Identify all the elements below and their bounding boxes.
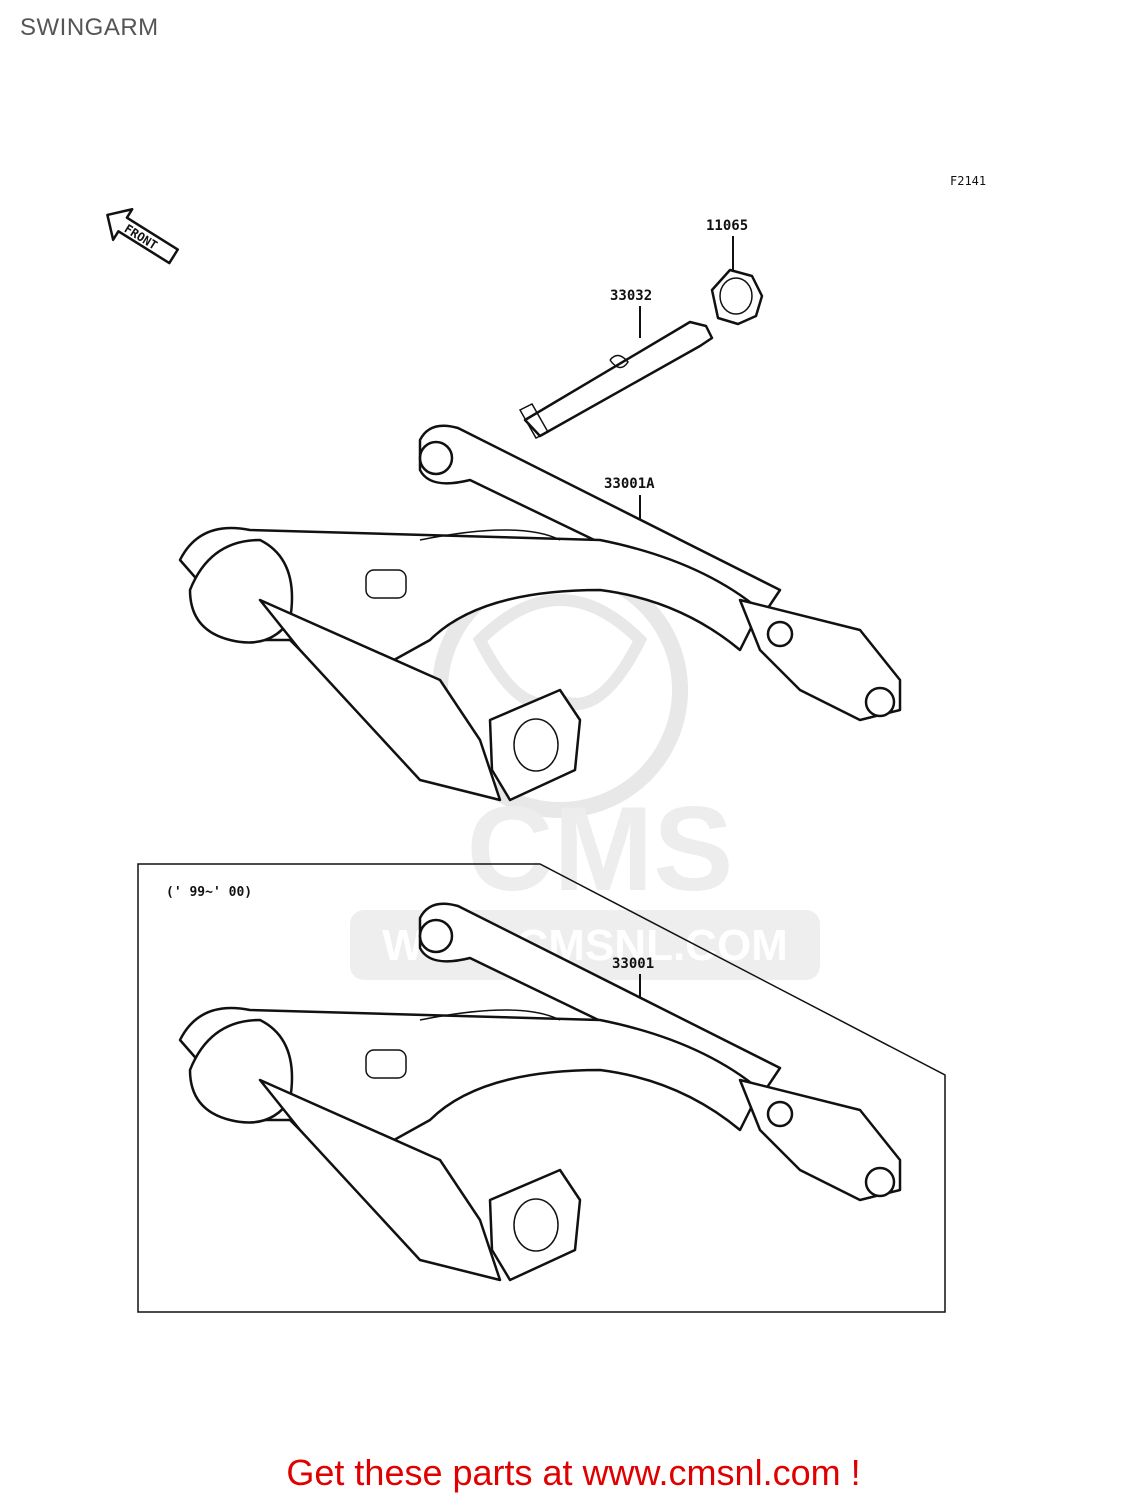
cta-link[interactable]: Get these parts at www.cmsnl.com ! xyxy=(286,1452,861,1493)
part-number-33001: 33001 xyxy=(612,956,654,972)
part-number-11065: 11065 xyxy=(706,218,748,234)
variant-box: (' 99~' 00) xyxy=(137,863,946,1313)
front-arrow-icon: FRONT xyxy=(106,207,180,265)
year-range-label: (' 99~' 00) xyxy=(166,885,252,900)
part-33001A: 33001A xyxy=(178,424,902,802)
part-33032: 33032 xyxy=(518,288,714,439)
figure-code: F2141 xyxy=(950,174,986,188)
part-33001: 33001 xyxy=(178,902,902,1282)
part-number-33001A: 33001A xyxy=(604,476,655,492)
page-title: SWINGARM xyxy=(20,14,159,41)
part-11065: 11065 xyxy=(706,218,764,326)
watermark-logo: CMS xyxy=(467,782,734,916)
part-number-33032: 33032 xyxy=(610,288,652,304)
